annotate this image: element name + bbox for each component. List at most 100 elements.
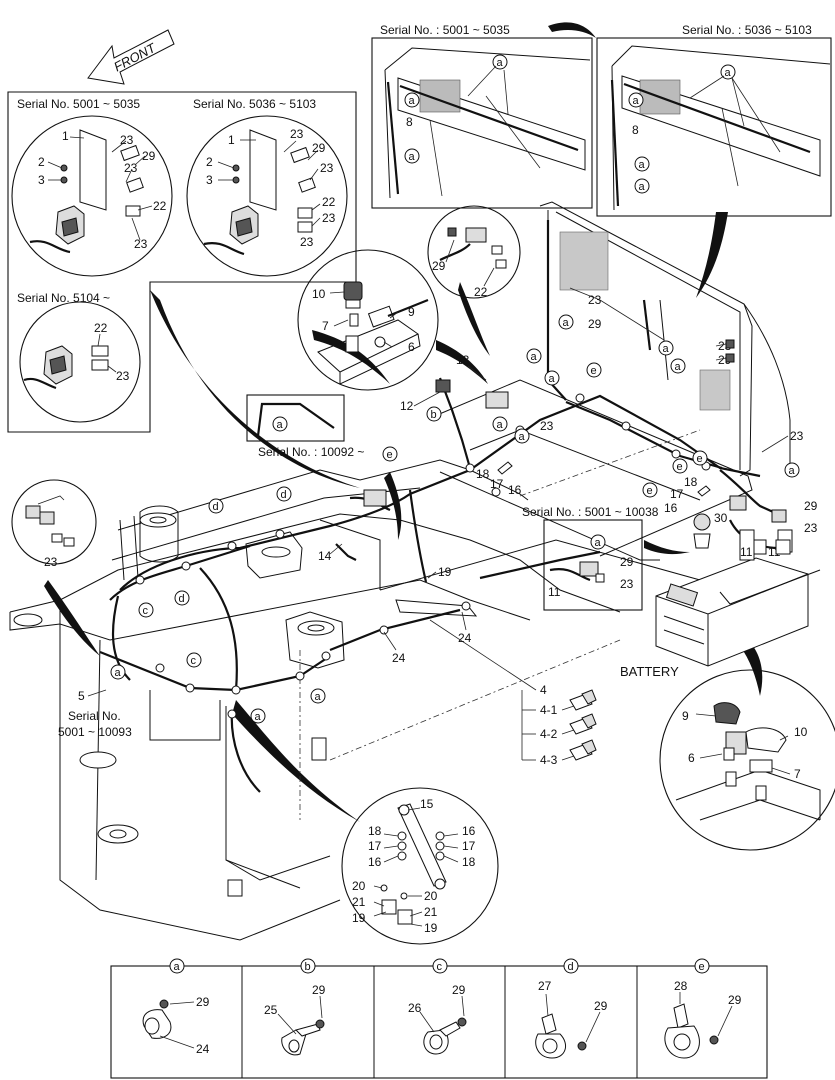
detail-box-serial-10038: Serial No. : 5001 ~ 10038 a 29 23 11 [522,505,659,611]
part-4-breakdown: 4 4-1 4-2 4-3 [429,619,597,767]
label-2: 2 [38,155,45,169]
label-22: 22 [322,195,336,209]
detail-circle-relay-b [186,115,348,277]
label-8: 8 [632,123,639,137]
serial-label-bottom-left-2: 5001 ~ 10093 [58,725,132,739]
callout-d: d [213,501,219,513]
label-4: 4 [540,683,547,697]
label-29: 29 [432,259,446,273]
label-18: 18 [476,467,490,481]
label-16: 16 [462,824,476,838]
label-30: 30 [714,511,728,525]
label-23: 23 [134,237,148,251]
label-6: 6 [408,340,415,354]
legend-e-label-29: 29 [728,993,742,1007]
callout-c: c [191,655,197,667]
callout-e: e [647,485,653,497]
legend-b-label-29: 29 [312,983,326,997]
legend-panel-b: b 25 29 [264,958,326,1056]
callout-a: a [549,373,556,385]
label-23: 23 [620,577,634,591]
label-18: 18 [684,475,698,489]
label-23: 23 [120,133,134,147]
legend-panel-c: c 26 29 [408,958,467,1055]
label-29: 29 [804,499,818,513]
main-view-labels: 13 12 14 19 24 24 5 Serial No. 5001 ~ 10… [58,293,818,739]
inset-top-b: Serial No. : 5036 ~ 5103 a a a a 8 [596,23,832,217]
detail-circle-battery-relay: 10 9 7 6 [297,249,439,391]
detail-circle-line-a: a Serial No. : 10092 ~ [246,394,364,459]
label-21: 21 [424,905,438,919]
label-11: 11 [548,585,561,599]
label-16: 16 [368,855,382,869]
detail-circle-relay-c [19,301,141,423]
callout-a: a [409,95,416,107]
inset-top-a: Serial No. : 5001 ~ 5035 a a a 8 [371,23,593,209]
callout-a: a [115,667,122,679]
label-18: 18 [368,824,382,838]
callout-a: a [563,317,570,329]
callout-a: a [663,343,670,355]
label-7: 7 [322,319,329,333]
legend-d-label-27: 27 [538,979,552,993]
front-label: FRONT [111,40,159,75]
detail-circle-relay-a [11,115,173,277]
label-20: 20 [352,879,366,893]
machine-frame [9,201,791,941]
legend-c-label-29: 29 [452,983,466,997]
serial-label-bottom-left-1: Serial No. [68,709,121,723]
label-9: 9 [682,709,689,723]
callout-a: a [633,95,640,107]
label-3: 3 [206,173,213,187]
label-20: 20 [424,889,438,903]
label-22: 22 [94,321,108,335]
label-10: 10 [312,287,326,301]
label-1: 1 [62,129,69,143]
battery-label: BATTERY [620,664,679,679]
legend-letter-a: a [174,961,181,973]
serial-label-inset-left-b: Serial No. 5036 ~ 5103 [193,97,316,111]
callout-e: e [697,453,703,465]
legend-c-label-26: 26 [408,1001,422,1015]
label-4-1: 4-1 [540,703,558,717]
label-4-2: 4-2 [540,727,558,741]
callout-a: a [315,691,322,703]
label-8: 8 [406,115,413,129]
callout-d: d [179,593,185,605]
label-19: 19 [424,921,438,935]
detail-circle-connector-23: 23 [11,479,97,569]
harness-clamps [135,393,711,719]
detail-circle-battery-terminal: 9 10 6 7 [659,669,835,851]
serial-label-inset-left-a: Serial No. 5001 ~ 5035 [17,97,140,111]
label-24: 24 [392,651,406,665]
callout-e: e [387,449,393,461]
label-5: 5 [78,689,85,703]
inset-panel-left: Serial No. 5001 ~ 5035 Serial No. 5036 ~… [7,91,357,433]
callout-a: a [675,361,682,373]
legend-d-label-29: 29 [594,999,608,1013]
label-29: 29 [620,555,634,569]
legend-a-label-29: 29 [196,995,210,1009]
legend-e-label-28: 28 [674,979,688,993]
label-23: 23 [290,127,304,141]
label-14: 14 [318,549,332,563]
label-22: 22 [474,285,488,299]
callout-a: a [497,419,504,431]
legend-a-label-24: 24 [196,1042,210,1056]
callout-a: a [531,351,538,363]
label-23: 23 [116,369,130,383]
label-19: 19 [438,565,452,579]
legend-panel-d: d 27 29 [535,958,608,1059]
label-29: 29 [142,149,156,163]
label-17: 17 [490,477,504,491]
callout-a: a [255,711,262,723]
callout-b: b [431,409,437,421]
front-arrow: FRONT [87,29,175,85]
label-23: 23 [322,211,336,225]
label-10: 10 [794,725,808,739]
legend-panel-a: a 29 24 [142,958,210,1056]
label-18: 18 [462,855,476,869]
label-1: 1 [228,133,235,147]
legend-letter-d: d [568,961,574,973]
harness-wires [99,220,787,793]
